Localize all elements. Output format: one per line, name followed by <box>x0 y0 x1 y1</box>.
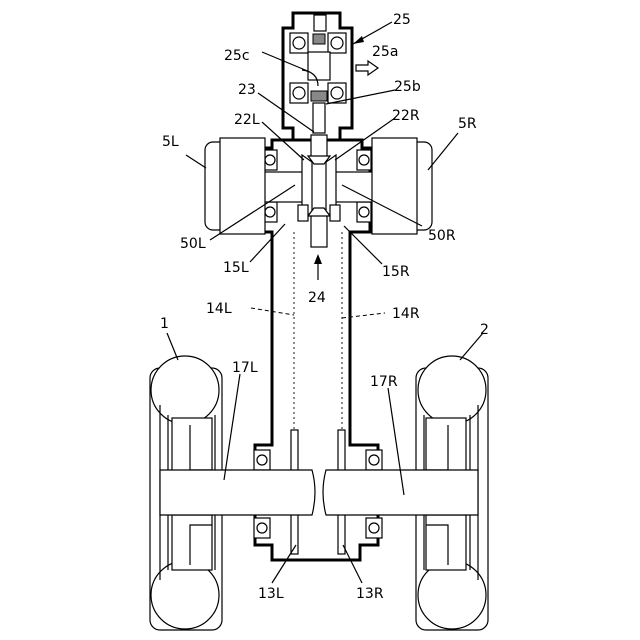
label-22L: 22L <box>234 112 260 128</box>
label-13R: 13R <box>356 586 384 602</box>
motor-5L <box>205 138 265 234</box>
label-14R: 14R <box>392 306 420 322</box>
label-13L: 13L <box>258 586 284 602</box>
label-wheel-2: 2 <box>480 322 489 338</box>
label-15R: 15R <box>382 264 410 280</box>
label-5L: 5L <box>162 134 179 150</box>
label-50L: 50L <box>180 236 206 252</box>
label-17L: 17L <box>232 360 258 376</box>
label-15L: 15L <box>223 260 249 276</box>
label-wheel-1: 1 <box>160 316 169 332</box>
arm-17L <box>160 470 315 515</box>
arm-17R <box>323 470 478 515</box>
label-22R: 22R <box>392 108 420 124</box>
label-14L: 14L <box>206 301 232 317</box>
label-25c: 25c <box>224 48 250 64</box>
label-25a: 25a <box>372 44 398 60</box>
label-50R: 50R <box>428 228 456 244</box>
motor-5R <box>372 138 432 234</box>
label-24: 24 <box>308 290 326 306</box>
label-23: 23 <box>238 82 256 98</box>
label-5R: 5R <box>458 116 477 132</box>
label-17R: 17R <box>370 374 398 390</box>
label-25: 25 <box>393 12 411 28</box>
label-25b: 25b <box>394 79 421 95</box>
